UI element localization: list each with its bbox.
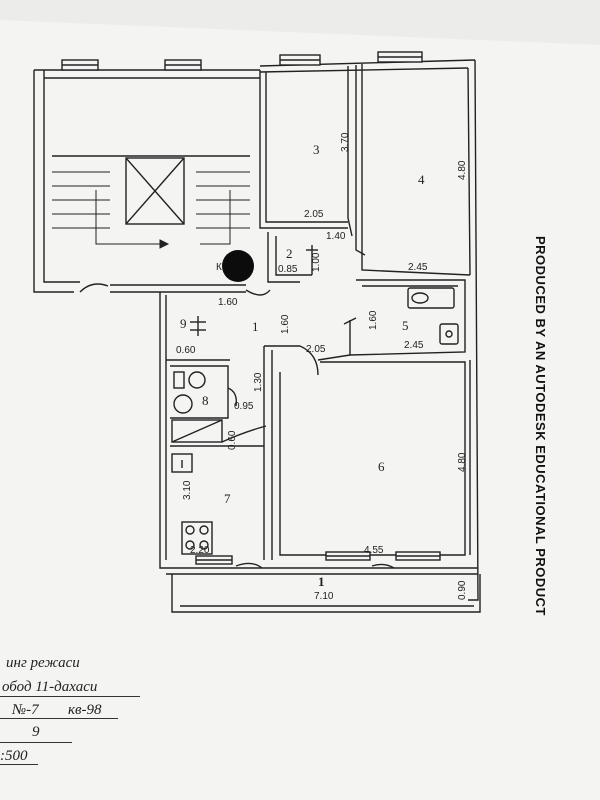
dim-r6-top: 2.05 bbox=[306, 344, 326, 355]
dim-balcony-width: 7.10 bbox=[314, 591, 334, 602]
dim-r4-width: 2.45 bbox=[408, 262, 428, 273]
dim-hall-1-60-vertical: 1.60 bbox=[280, 314, 291, 334]
title-rule-3 bbox=[0, 742, 72, 743]
dim-r8-width: 0.95 bbox=[234, 401, 254, 412]
dim-r6-width: 4.55 bbox=[364, 545, 384, 556]
dim-door-1-40: 1.40 bbox=[326, 231, 346, 242]
title-scale: :500 bbox=[0, 748, 28, 764]
dim-r3-height: 3.70 bbox=[340, 132, 351, 152]
dim-r7-width: 2.20 bbox=[190, 545, 210, 556]
dim-r3-width: 2.05 bbox=[304, 209, 324, 220]
title-rule-2 bbox=[0, 718, 118, 719]
room-number-1: 1 bbox=[252, 319, 259, 334]
dim-r2-height: 1.00 bbox=[311, 252, 322, 272]
k-label: К bbox=[216, 262, 222, 273]
room-number-2: 2 bbox=[286, 246, 293, 261]
dim-corridor-1-30: 1.30 bbox=[253, 372, 264, 392]
dim-r4-height: 4.80 bbox=[457, 160, 468, 180]
room-number-8: 8 bbox=[202, 393, 209, 408]
title-district: обод 11-дахаси bbox=[2, 679, 98, 695]
title-house-number: №-7 bbox=[12, 702, 39, 718]
room-number-5: 5 bbox=[402, 318, 409, 333]
dim-hall-1-60: 1.60 bbox=[218, 297, 238, 308]
room-number-6: 6 bbox=[378, 459, 385, 474]
title-apartment-number: кв-98 bbox=[68, 702, 102, 718]
dim-balcony-height: 0.90 bbox=[457, 580, 468, 600]
title-plan: инг режаси bbox=[6, 655, 80, 671]
title-floor: 9 bbox=[32, 724, 40, 740]
title-rule-1 bbox=[0, 696, 140, 697]
title-rule-4 bbox=[0, 764, 38, 765]
dim-r5-height: 1.60 bbox=[368, 310, 379, 330]
room-number-4: 4 bbox=[418, 172, 425, 187]
autodesk-watermark: PRODUCED BY AN AUTODESK EDUCATIONAL PROD… bbox=[533, 236, 548, 616]
room-number-3: 3 bbox=[313, 142, 320, 157]
redaction-dot bbox=[222, 250, 254, 282]
balcony-number: 1 bbox=[318, 574, 325, 589]
room-number-9: 9 bbox=[180, 316, 187, 331]
dim-r6-height: 4.80 bbox=[457, 452, 468, 472]
dim-r2-width: 0.85 bbox=[278, 264, 298, 275]
room-number-7: 7 bbox=[224, 491, 231, 506]
dim-closet-0-60: 0.60 bbox=[227, 430, 238, 450]
dim-r9-width: 0.60 bbox=[176, 345, 196, 356]
dim-r5-width: 2.45 bbox=[404, 340, 424, 351]
dim-r7-height: 3.10 bbox=[182, 480, 193, 500]
